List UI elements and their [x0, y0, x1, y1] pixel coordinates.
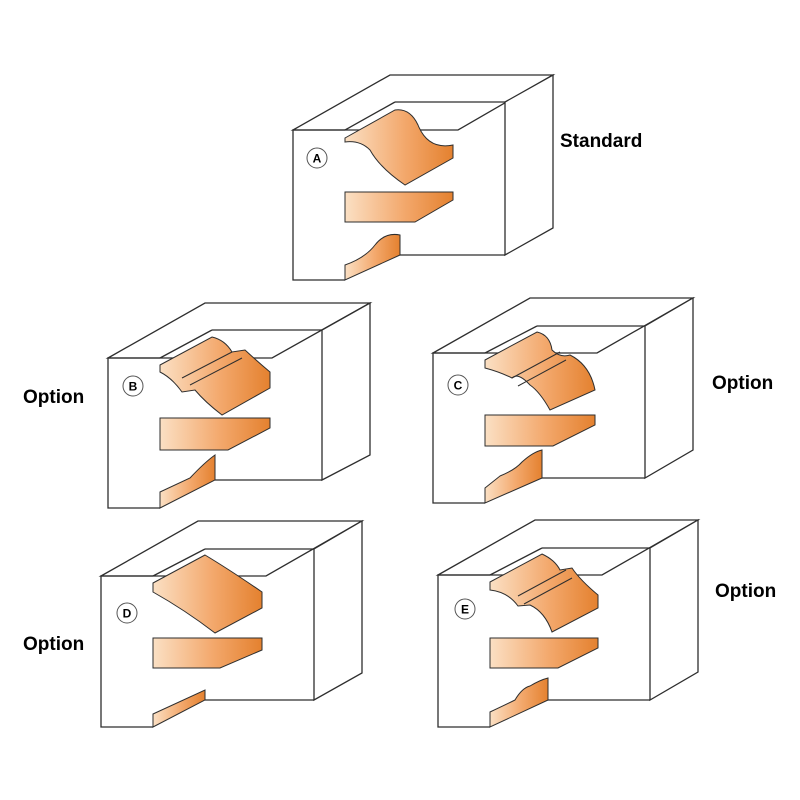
- block-c-lower-profile: [484, 449, 543, 504]
- block-c-bead-line-2: [517, 359, 567, 387]
- block-e-lower-profile: [489, 677, 549, 728]
- block-e-badge-circle: [454, 598, 476, 620]
- block-e-back-line: [489, 547, 543, 576]
- block-b-bead-line-1: [181, 351, 233, 379]
- block-d-caption: Option: [23, 634, 85, 655]
- block-b-outline: [107, 357, 160, 509]
- block-b-badge-circle: [122, 375, 144, 397]
- block-c-right-face: [644, 296, 694, 480]
- block-a-outline: [292, 129, 345, 281]
- block-d-badge-circle: [116, 602, 138, 624]
- block-b-lower-profile: [159, 454, 216, 509]
- block-c-badge-circle: [447, 374, 469, 396]
- block-e-bead-line-1: [517, 569, 567, 597]
- block-a-right-face: [504, 73, 554, 257]
- block-a-badge: A: [313, 152, 322, 166]
- block-a-badge-circle: [306, 147, 328, 169]
- block-e-bead-line-2: [523, 577, 573, 605]
- block-d-upper-profile: [152, 554, 263, 634]
- block-e: E: [435, 518, 701, 728]
- block-a-middle-profile: [344, 191, 454, 223]
- block-c-bead-line-1: [511, 351, 561, 379]
- block-e-right-face: [649, 518, 699, 702]
- block-d-badge: D: [123, 607, 132, 621]
- block-c: C: [430, 296, 696, 504]
- block-a-caption: Standard: [560, 131, 643, 152]
- block-e-outline: [437, 574, 490, 728]
- block-a-upper-profile: [344, 109, 454, 186]
- block-c-back-line: [484, 325, 538, 354]
- block-e-badge: E: [461, 603, 469, 617]
- block-b-bead-line-2: [189, 357, 243, 386]
- block-c-middle-profile: [484, 414, 596, 447]
- block-d-lower-profile: [152, 689, 206, 728]
- block-b-caption: Option: [23, 387, 85, 408]
- block-b-back-line: [159, 329, 213, 359]
- block-a-back-line: [344, 101, 396, 131]
- block-d-back-line: [152, 548, 206, 577]
- block-a-lower-profile: [344, 234, 401, 281]
- block-b-right-face: [321, 301, 371, 482]
- block-c-outline: [432, 352, 485, 504]
- block-d-right-face: [313, 519, 363, 702]
- block-e-caption: Option: [715, 581, 777, 602]
- block-c-caption: Option: [712, 373, 774, 394]
- block-e-middle-profile: [489, 637, 599, 669]
- block-b-upper-profile: [159, 336, 271, 416]
- block-c-upper-profile: [484, 331, 596, 411]
- block-c-badge: C: [454, 379, 463, 393]
- block-d-middle-profile: [152, 637, 263, 669]
- block-a: A: [290, 73, 556, 281]
- block-b: B: [105, 301, 373, 509]
- block-b-middle-profile: [159, 417, 271, 451]
- block-d: D: [98, 519, 365, 728]
- block-d-outline: [100, 575, 153, 728]
- block-b-badge: B: [129, 380, 138, 394]
